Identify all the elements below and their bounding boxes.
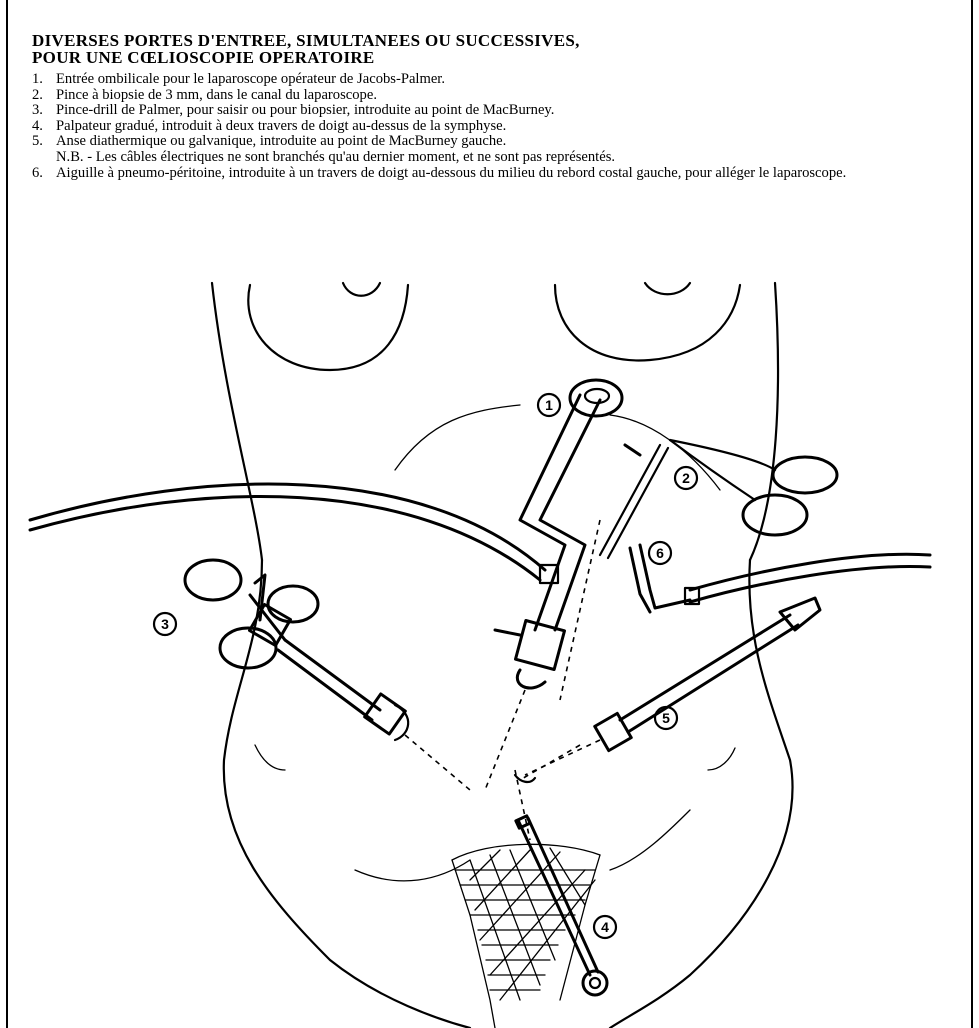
biopsy-forceps-instrument <box>600 440 837 558</box>
figure-label-2: 2 <box>675 467 697 489</box>
figure-label-5: 5 <box>655 707 677 729</box>
figure-label-1: 1 <box>538 394 560 416</box>
diathermic-loop-instrument <box>515 598 820 782</box>
pubic-region-hatching <box>452 844 600 1028</box>
palmer-drill-forceps-instrument <box>185 560 408 740</box>
insertion-tracks <box>405 520 600 840</box>
figure-label-6-text: 6 <box>656 545 664 561</box>
figure-label-4-text: 4 <box>601 919 609 935</box>
figure-label-3-text: 3 <box>161 616 169 632</box>
figure-label-6: 6 <box>649 542 671 564</box>
figure-label-3: 3 <box>154 613 176 635</box>
figure-label-2-text: 2 <box>682 470 690 486</box>
pneumoperitoneum-needle-instrument <box>630 545 930 612</box>
figure-label-1-text: 1 <box>545 397 553 413</box>
figure-label-5-text: 5 <box>662 710 670 726</box>
graduated-palpator-instrument <box>516 816 607 995</box>
laparoscope-instrument <box>30 380 622 688</box>
figure-label-4: 4 <box>594 916 616 938</box>
